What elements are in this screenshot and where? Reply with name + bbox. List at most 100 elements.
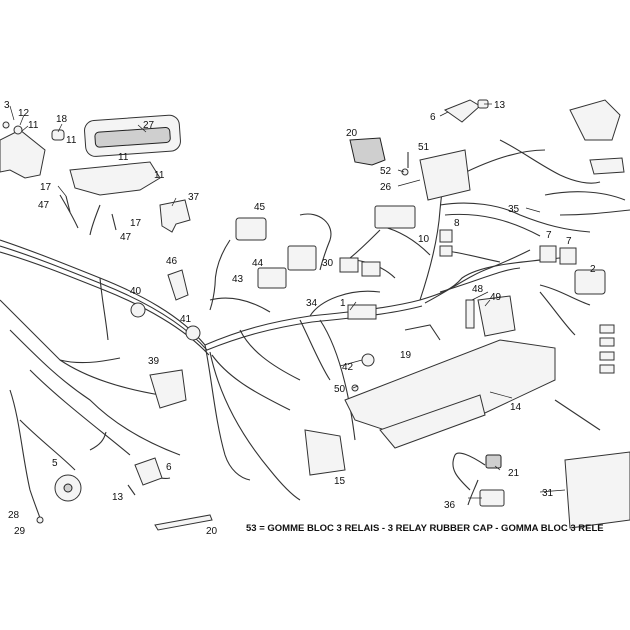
plug-21	[485, 454, 502, 469]
horn-39	[149, 369, 187, 409]
callout-11-dash-mid: 11	[118, 152, 129, 163]
coil-45	[235, 217, 267, 241]
callout-11-top-left: 11	[28, 120, 39, 131]
bracket-49	[477, 295, 516, 337]
callout-14: 14	[510, 402, 522, 413]
callout-18: 18	[56, 114, 68, 125]
cover-37	[159, 199, 191, 233]
callout-42: 42	[342, 362, 354, 373]
bolt-13	[127, 484, 136, 496]
relay-7a	[539, 245, 557, 263]
callout-15: 15	[334, 476, 346, 487]
tie-19	[404, 324, 441, 341]
callout-47-left: 47	[38, 200, 50, 211]
ecu-15	[304, 429, 346, 476]
callout-46: 46	[166, 256, 178, 267]
callout-44: 44	[252, 258, 264, 269]
leader-lines	[9, 103, 566, 499]
label-tag-3	[599, 351, 615, 361]
callout-8: 8	[454, 218, 460, 229]
callout-21: 21	[508, 468, 520, 479]
callout-43: 43	[232, 274, 244, 285]
relay-block	[374, 205, 416, 229]
bolt-50	[351, 384, 359, 392]
callout-45: 45	[254, 202, 266, 213]
callout-29: 29	[14, 526, 26, 537]
cover-20	[349, 137, 386, 166]
callout-6-top: 6	[430, 112, 436, 123]
callout-39: 39	[148, 356, 160, 367]
callout-3: 3	[4, 100, 10, 111]
connector-1	[347, 304, 377, 320]
connector-30b	[361, 261, 381, 277]
callout-7-right: 7	[566, 236, 572, 247]
callout-50: 50	[334, 384, 346, 395]
harness-wires	[0, 139, 630, 519]
parts	[0, 99, 630, 531]
relay-7b	[559, 247, 577, 265]
callout-19: 19	[400, 350, 412, 361]
horn-5-center	[63, 483, 73, 493]
callout-13-top: 13	[494, 100, 506, 111]
callout-36: 36	[444, 500, 456, 511]
callout-17-right: 17	[130, 218, 142, 229]
grommet-40	[130, 302, 146, 318]
callout-1: 1	[340, 298, 346, 309]
callout-20-bottom: 20	[206, 526, 218, 537]
label-tag-2	[599, 337, 615, 347]
callout-37: 37	[188, 192, 200, 203]
bracket-12	[0, 129, 46, 179]
callout-41: 41	[180, 314, 192, 325]
callout-52: 52	[380, 166, 392, 177]
fuse-10	[439, 245, 453, 257]
bolt-48	[465, 299, 475, 329]
ecu-26	[419, 149, 471, 201]
lever-6	[443, 99, 481, 123]
dashboard-bezel	[94, 126, 171, 148]
callout-20-top: 20	[346, 128, 358, 139]
battery-tray-14	[344, 339, 556, 436]
callout-12: 12	[18, 108, 30, 119]
rubber-18	[51, 129, 65, 141]
relay-cap-note: 53 = GOMME BLOC 3 RELAIS - 3 RELAY RUBBE…	[246, 523, 604, 534]
callout-34: 34	[306, 298, 318, 309]
callout-40: 40	[130, 286, 142, 297]
callout-28: 28	[8, 510, 20, 521]
screw-47b	[111, 213, 117, 231]
bolt-3	[2, 121, 10, 129]
callout-31: 31	[542, 488, 554, 499]
callout-7-left: 7	[546, 230, 552, 241]
callout-30: 30	[322, 258, 334, 269]
callout-11-dash-right: 11	[154, 170, 165, 181]
label-tag-4	[599, 364, 615, 374]
callout-49: 49	[490, 292, 502, 303]
screw-47a	[65, 195, 71, 213]
battery-31	[564, 451, 630, 529]
sensor-top-right	[589, 157, 625, 175]
relay-43	[257, 267, 287, 289]
callout-48: 48	[472, 284, 484, 295]
callout-26: 26	[380, 182, 392, 193]
callout-6-bottom: 6	[166, 462, 172, 473]
bolt-11a	[13, 125, 23, 135]
callout-35: 35	[508, 204, 520, 215]
bracket-lower-14	[379, 394, 486, 449]
callout-11-dash-left: 11	[66, 135, 77, 146]
grommet-41	[185, 325, 201, 341]
connector-36	[479, 489, 505, 507]
boot-46	[167, 269, 189, 301]
relay-44	[287, 245, 317, 271]
callout-51: 51	[418, 142, 430, 153]
terminal-29	[36, 516, 44, 524]
callout-10: 10	[418, 234, 430, 245]
callout-17-left: 17	[40, 182, 52, 193]
headlight-assembly	[569, 99, 621, 141]
regulator-2	[574, 269, 606, 295]
callout-labels: 3 12 11 18 27 11 11 11 17 47 37 17 47 6 …	[4, 100, 596, 537]
callout-13-bottom: 13	[112, 492, 124, 503]
strap-20	[154, 514, 213, 531]
callout-47-right: 47	[120, 232, 132, 243]
callout-5: 5	[52, 458, 58, 469]
screw-52	[401, 168, 409, 176]
